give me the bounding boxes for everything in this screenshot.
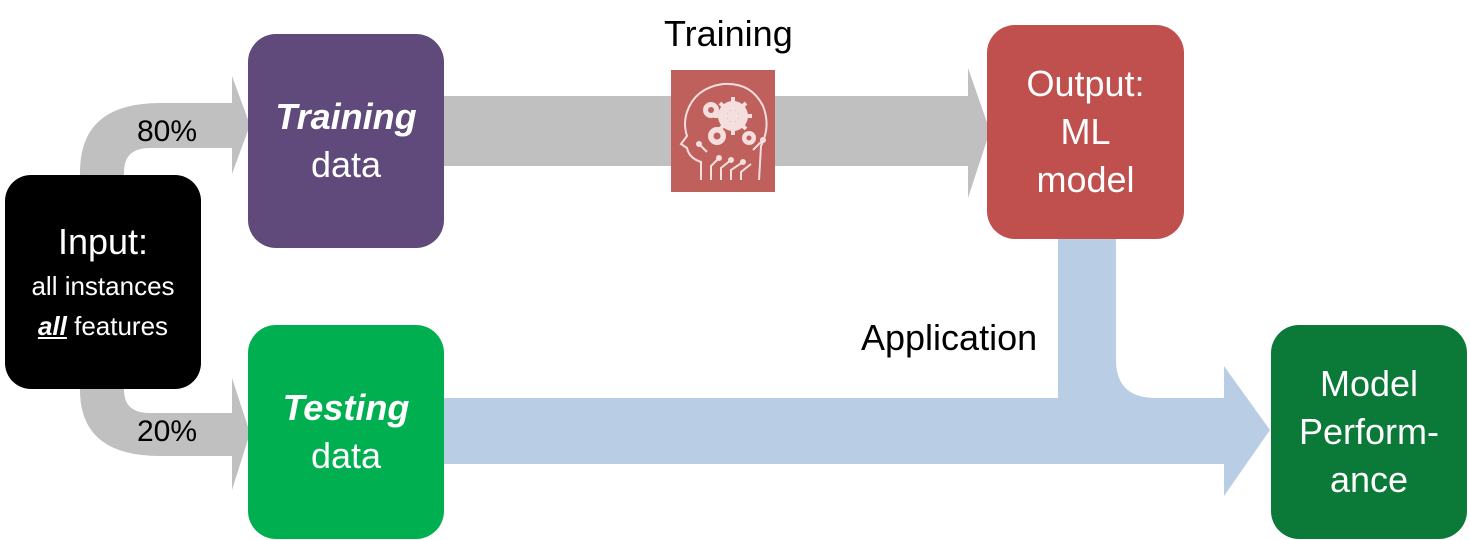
performance-line-1: Model: [1319, 363, 1419, 404]
training-data-box: Training data: [248, 34, 444, 248]
input-features-text: features: [66, 311, 169, 341]
model-performance-box: Model Perform- ance: [1271, 325, 1467, 539]
application-label: Application: [861, 317, 1038, 358]
split-arrow-train: [80, 76, 250, 178]
performance-line-2: Perform-: [1298, 411, 1439, 452]
testing-data-emphasis: Testing: [282, 387, 410, 428]
training-step-label: Training: [664, 13, 793, 54]
output-line-3: model: [1036, 159, 1135, 200]
testing-data-label: data: [310, 435, 382, 476]
input-line-instances: all instances: [31, 271, 175, 301]
training-data-emphasis: Training: [275, 96, 417, 137]
train-percentage: 80%: [137, 115, 198, 148]
brain-gears-icon: [671, 70, 775, 192]
test-percentage: 20%: [137, 415, 198, 448]
testing-data-box: Testing data: [248, 325, 444, 539]
output-model-box: Output: ML model: [987, 25, 1184, 239]
input-title: Input:: [57, 221, 149, 262]
input-line-features: all features: [38, 306, 168, 346]
output-line-2: ML: [1060, 111, 1111, 152]
split-arrow-test: [80, 378, 250, 490]
training-data-label: data: [310, 144, 382, 185]
performance-line-3: ance: [1329, 459, 1409, 500]
testing-arrow: [440, 398, 1240, 464]
input-all-emphasis: all: [37, 311, 67, 341]
output-line-1: Output:: [1026, 63, 1145, 104]
input-box: Input: all instances all features: [5, 175, 201, 389]
